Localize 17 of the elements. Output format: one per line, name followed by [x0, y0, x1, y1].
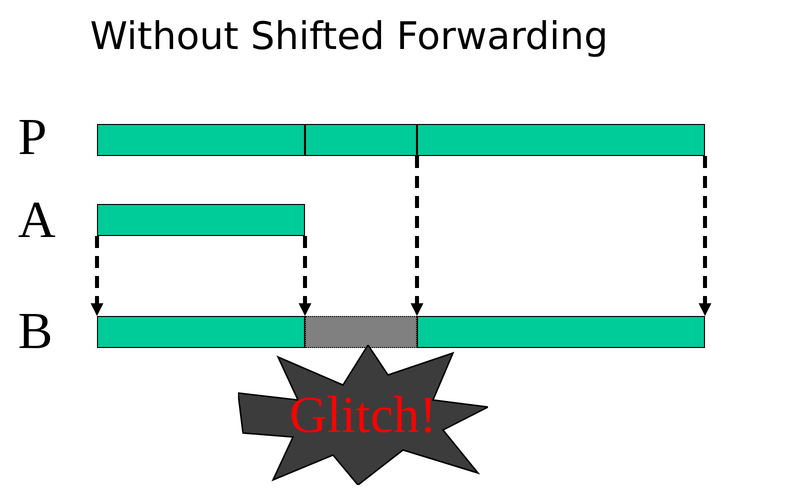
timing-bar: [97, 204, 305, 236]
timing-bar: [417, 316, 705, 348]
dashed-arrow: [90, 236, 104, 316]
dashed-arrow: [298, 236, 312, 316]
timing-bar: [97, 124, 305, 156]
row-label: B: [18, 306, 53, 358]
glitch-label: Glitch!: [289, 386, 437, 444]
gap-bar: [305, 316, 417, 348]
row-label: A: [18, 195, 56, 247]
timing-bar: [97, 316, 305, 348]
dashed-arrow: [410, 156, 424, 316]
dashed-arrow: [698, 156, 712, 316]
timing-bar: [305, 124, 417, 156]
starburst: [238, 345, 488, 485]
title: Without Shifted Forwarding: [90, 14, 608, 58]
timing-bar: [417, 124, 705, 156]
row-label: P: [18, 112, 47, 164]
